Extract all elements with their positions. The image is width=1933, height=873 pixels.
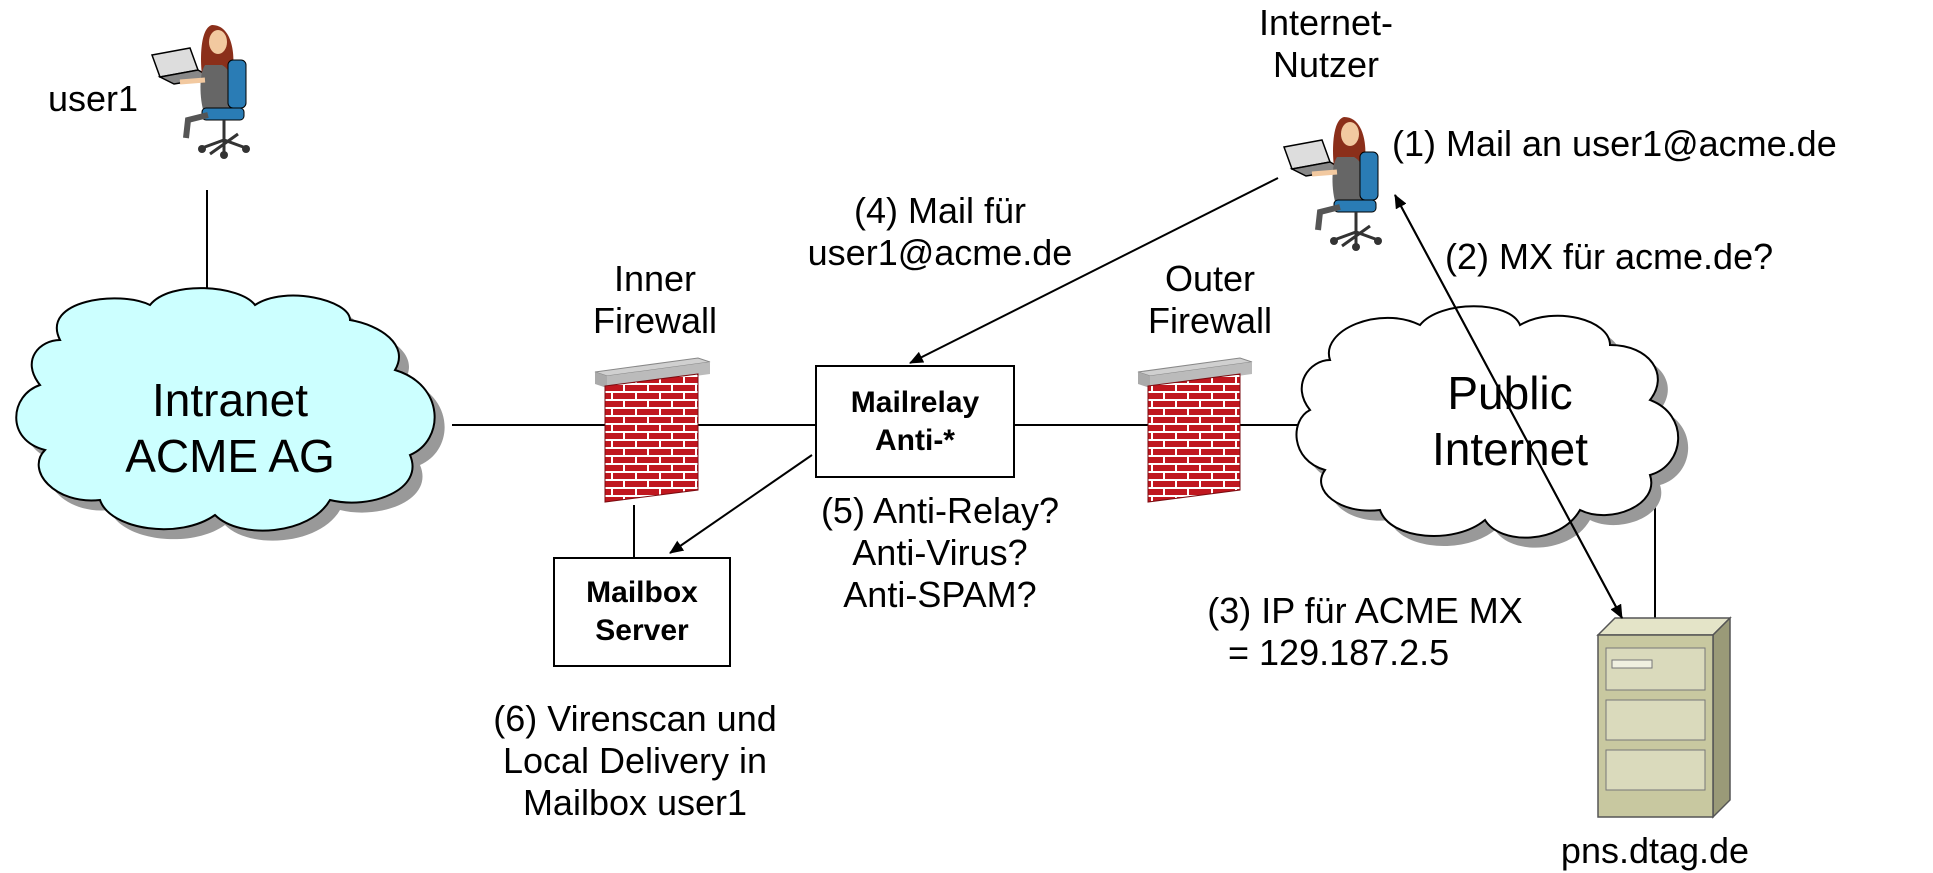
step6-label-line1: (6) Virenscan und: [493, 698, 777, 739]
intranet-label-line2: ACME AG: [125, 430, 335, 482]
outer-firewall-label-line2: Firewall: [1147, 300, 1272, 341]
step6-label-line3: Mailbox user1: [522, 782, 748, 823]
internet-user-label: Internet- Nutzer: [1226, 2, 1426, 86]
outer-firewall-label: Outer Firewall: [1110, 258, 1310, 342]
intranet-label-line1: Intranet: [152, 374, 308, 426]
internet-user-label-line2: Nutzer: [1272, 44, 1380, 85]
step1-label: (1) Mail an user1@acme.de: [1392, 123, 1837, 164]
arrows: [669, 177, 1623, 619]
mailrelay-label-line2: Anti-*: [875, 423, 955, 457]
mailrelay-label-line1: Mailrelay: [850, 385, 980, 419]
user1-person-icon: [150, 25, 250, 159]
outer-firewall-label-line1: Outer: [1164, 258, 1256, 299]
step3-label: (3) IP für ACME MX = 129.187.2.5: [1170, 590, 1560, 674]
outer-firewall-icon: [1137, 357, 1253, 503]
step6-label: (6) Virenscan und Local Delivery in Mail…: [455, 698, 815, 824]
mailbox-label-line1: Mailbox: [586, 576, 698, 609]
internet-user-person-icon: [1282, 117, 1382, 251]
step2-label: (2) MX für acme.de?: [1445, 236, 1774, 277]
mailrelay-box: Mailrelay Anti-*: [815, 365, 1015, 478]
step5-label-line3: Anti-SPAM?: [843, 574, 1037, 615]
inner-firewall-label-line2: Firewall: [592, 300, 717, 341]
step4-label-line2: user1@acme.de: [807, 232, 1073, 273]
dns-server-icon: [1596, 616, 1732, 819]
arrow-mail-to-relay: [909, 177, 1279, 364]
intranet-cloud-label: Intranet ACME AG: [80, 372, 380, 484]
internet-label-line2: Internet: [1432, 423, 1588, 475]
mailbox-server-box: Mailbox Server: [553, 557, 731, 667]
dns-server-label: pns.dtag.de: [1560, 830, 1750, 871]
step5-label: (5) Anti-Relay? Anti-Virus? Anti-SPAM?: [780, 490, 1100, 616]
step3-label-line2: = 129.187.2.5: [1228, 632, 1450, 673]
arrow-dns-response: [1394, 194, 1623, 619]
step6-label-line2: Local Delivery in: [502, 740, 768, 781]
internet-cloud-label: Public Internet: [1360, 365, 1660, 477]
step5-label-line2: Anti-Virus?: [852, 532, 1028, 573]
arrow-relay-to-mailbox: [669, 454, 813, 554]
mailbox-label-line2: Server: [595, 614, 689, 647]
step3-label-line1: (3) IP für ACME MX: [1207, 590, 1523, 631]
user1-label: user1: [48, 78, 139, 119]
internet-label-line1: Public: [1447, 367, 1573, 419]
intranet-cloud: [15, 287, 445, 541]
inner-firewall-label: Inner Firewall: [555, 258, 755, 342]
step4-label: (4) Mail für user1@acme.de: [780, 190, 1100, 274]
internet-cloud: [1295, 305, 1689, 548]
internet-user-label-line1: Internet-: [1258, 2, 1394, 43]
inner-firewall-icon: [594, 357, 711, 503]
step4-label-line1: (4) Mail für: [853, 190, 1027, 231]
inner-firewall-label-line1: Inner: [613, 258, 697, 299]
step5-label-line1: (5) Anti-Relay?: [820, 490, 1060, 531]
